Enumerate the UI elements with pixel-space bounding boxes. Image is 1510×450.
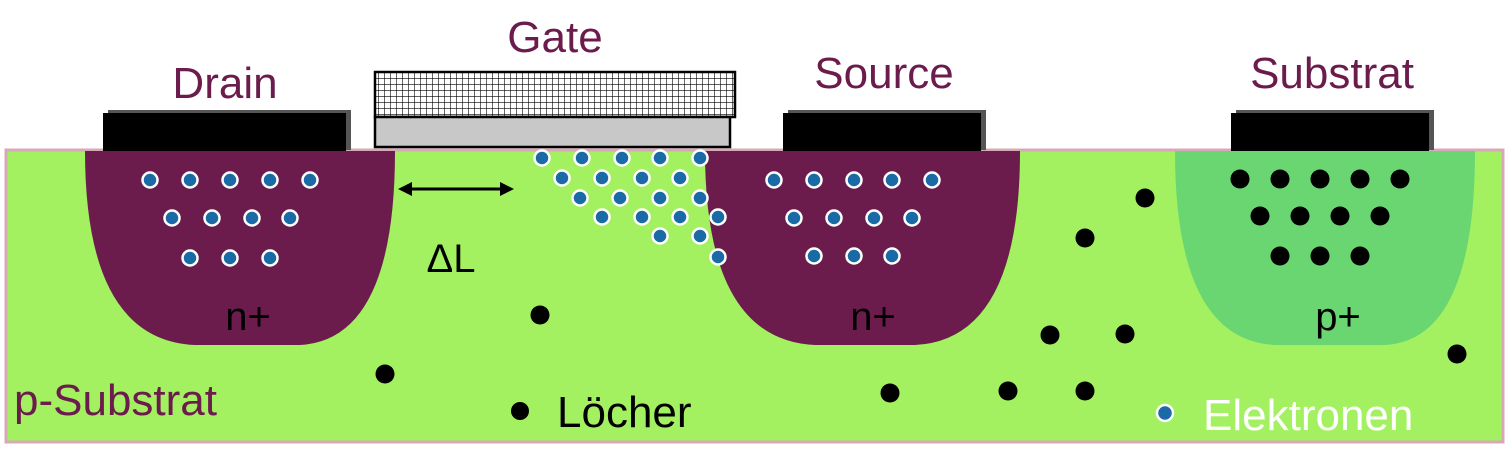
electron-dot <box>221 171 239 189</box>
hole-dot <box>1075 228 1095 248</box>
electron-dot <box>903 209 921 227</box>
hole-dot <box>1310 246 1330 266</box>
drain-n-plus-region <box>85 151 395 345</box>
electron-dot <box>691 227 709 245</box>
electron-dot <box>651 227 669 245</box>
electron-dot <box>923 171 941 189</box>
electron-dot <box>633 169 651 187</box>
delta-l-arrow <box>398 182 514 196</box>
hole-dot <box>1290 206 1310 226</box>
hole-dot <box>1230 169 1250 189</box>
electron-dot <box>533 149 551 167</box>
electron-legend-label: Elektronen <box>1203 391 1413 440</box>
hole-dot <box>1330 206 1350 226</box>
hole-legend-label: Löcher <box>557 388 692 437</box>
source-n-plus-region <box>705 151 1020 345</box>
electrons <box>141 149 941 267</box>
electron-dot <box>281 209 299 227</box>
electron-dot <box>613 149 631 167</box>
electron-dot <box>691 189 709 207</box>
electron-dot <box>243 209 261 227</box>
hole-dot <box>1115 324 1135 344</box>
electron-dot <box>845 247 863 265</box>
gate-label: Gate <box>507 13 602 62</box>
hole-dot <box>1270 246 1290 266</box>
electron-dot <box>883 247 901 265</box>
drain-label: Drain <box>172 59 277 108</box>
substrate-contact <box>1231 110 1434 151</box>
hole-dot <box>1135 188 1155 208</box>
electron-dot <box>651 189 669 207</box>
electron-dot <box>691 149 709 167</box>
hole-dot <box>1370 206 1390 226</box>
hole-dot <box>1390 169 1410 189</box>
drain-contact <box>103 110 351 151</box>
substrat-label: Substrat <box>1250 49 1414 98</box>
gate-oxide <box>373 115 732 149</box>
hole-dot <box>1447 344 1467 364</box>
p-substrat-label: p-Substrat <box>14 376 217 425</box>
electron-dot <box>261 249 279 267</box>
electron-dot <box>301 171 319 189</box>
electron-dot <box>163 209 181 227</box>
hole-dot <box>530 305 550 325</box>
electron-dot <box>573 149 591 167</box>
hole-dot <box>1350 169 1370 189</box>
electron-dot <box>611 189 629 207</box>
electron-dot <box>883 171 901 189</box>
electron-dot <box>805 247 823 265</box>
holes <box>375 169 1467 403</box>
electron-dot <box>181 249 199 267</box>
delta-l-label: ΔL <box>427 237 476 281</box>
electron-dot <box>805 171 823 189</box>
electron-legend-icon <box>1155 403 1175 423</box>
hole-dot <box>1250 206 1270 226</box>
source-contact <box>783 110 986 151</box>
source-label: Source <box>814 49 953 98</box>
electron-dot <box>181 171 199 189</box>
electron-dot <box>261 171 279 189</box>
electron-dot <box>709 208 727 226</box>
electron-dot <box>633 208 651 226</box>
electron-dot <box>593 169 611 187</box>
hole-dot <box>998 381 1018 401</box>
electron-dot <box>671 208 689 226</box>
hole-dot <box>1350 246 1370 266</box>
electron-dot <box>593 208 611 226</box>
drain-doping-label: n+ <box>225 295 271 339</box>
substrate-doping-label: p+ <box>1315 295 1361 339</box>
hole-dot <box>1075 381 1095 401</box>
hole-dot <box>1270 169 1290 189</box>
hole-dot <box>1040 325 1060 345</box>
electron-dot <box>651 149 669 167</box>
electron-dot <box>785 209 803 227</box>
source-doping-label: n+ <box>850 295 896 339</box>
electron-dot <box>141 171 159 189</box>
electron-dot <box>571 189 589 207</box>
electron-dot <box>765 171 783 189</box>
hole-dot <box>1310 169 1330 189</box>
electron-dot <box>203 209 221 227</box>
hole-dot <box>375 364 395 384</box>
electron-dot <box>709 248 727 266</box>
electron-dot <box>825 209 843 227</box>
electron-dot <box>221 249 239 267</box>
electron-dot <box>553 169 571 187</box>
hole-dot <box>880 383 900 403</box>
hole-legend-icon <box>511 402 529 420</box>
electron-dot <box>671 169 689 187</box>
electron-dot <box>845 171 863 189</box>
gate-electrode <box>373 70 737 119</box>
electron-dot <box>865 209 883 227</box>
